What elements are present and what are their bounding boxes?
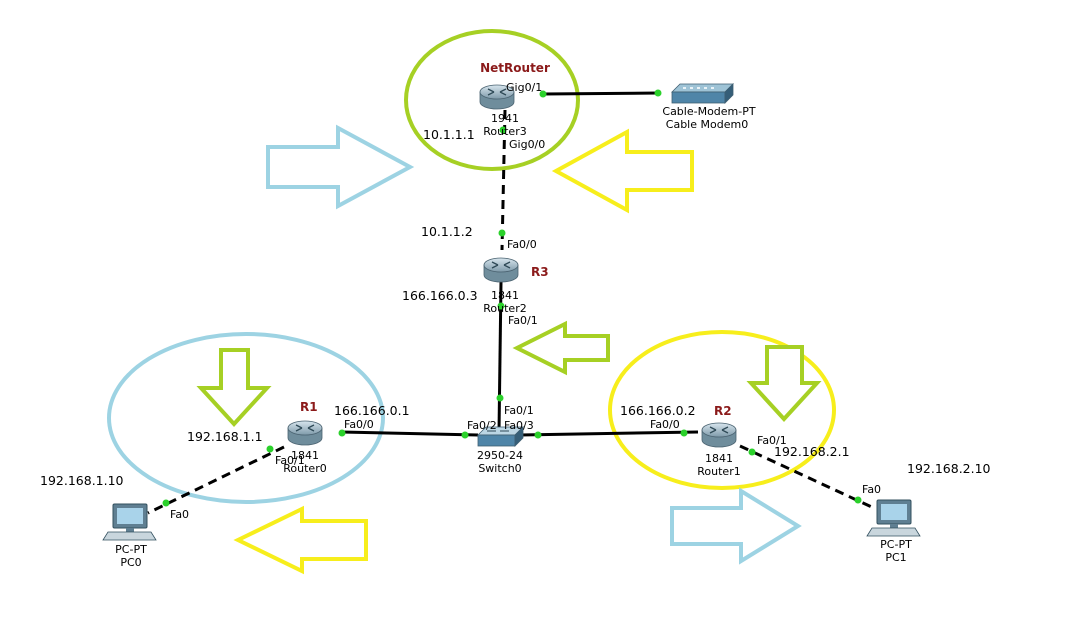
highlight-ellipse-netrouter bbox=[404, 29, 580, 171]
modem-name: Cable Modem0 bbox=[666, 118, 748, 131]
ip-label-r2-fa01: 192.168.2.1 bbox=[774, 444, 850, 459]
cable-modem-icon bbox=[671, 83, 734, 104]
port-dot bbox=[461, 431, 469, 439]
link-r2-pc1 bbox=[739, 444, 877, 511]
port-dot bbox=[534, 431, 542, 439]
port-label-r1-fa01: Fa0/1 bbox=[275, 454, 305, 467]
link-netrouter-r3 bbox=[500, 109, 507, 251]
r1-model: 1841 bbox=[291, 449, 319, 462]
r3-model: 1841 bbox=[491, 289, 519, 302]
highlight-ellipse-lan1 bbox=[107, 332, 385, 504]
port-dot bbox=[162, 499, 170, 507]
ip-label-r1-fa01: 192.168.1.1 bbox=[187, 429, 263, 444]
port-label-r1-fa00: Fa0/0 bbox=[344, 418, 374, 431]
port-label-netrouter-gig01: Gig0/1 bbox=[506, 81, 542, 94]
r3-hostname: R3 bbox=[531, 265, 549, 279]
pc-pc1[interactable] bbox=[866, 499, 921, 537]
ip-label-r3-fa01: 166.166.0.3 bbox=[402, 288, 478, 303]
port-label-switch-fa02: Fa0/2 bbox=[467, 419, 497, 432]
green-arrow-down-left bbox=[196, 348, 272, 427]
router-r2[interactable] bbox=[701, 422, 737, 448]
r1-name: Router0 bbox=[283, 462, 326, 475]
ip-label-pc0: 192.168.1.10 bbox=[40, 473, 124, 488]
netrouter-hostname: NetRouter bbox=[480, 61, 550, 75]
port-label-pc1-fa0: Fa0 bbox=[862, 483, 881, 496]
router-icon bbox=[701, 422, 737, 448]
ip-label-netrouter: 10.1.1.1 bbox=[423, 127, 475, 142]
link-netrouter-modem bbox=[542, 91, 661, 96]
netrouter-model: 1941 bbox=[491, 112, 519, 125]
port-label-switch-fa03: Fa0/3 bbox=[504, 419, 534, 432]
port-label-r3-fa00: Fa0/0 bbox=[507, 238, 537, 251]
yellow-arrow-left-bottom bbox=[233, 505, 368, 575]
blue-arrow-right-bottom bbox=[670, 487, 802, 565]
r2-model: 1841 bbox=[705, 452, 733, 465]
switch-icon bbox=[477, 426, 524, 447]
ip-label-r1-fa00: 166.166.0.1 bbox=[334, 403, 410, 418]
port-label-r2-fa01: Fa0/1 bbox=[757, 434, 787, 447]
router-r1[interactable] bbox=[287, 420, 323, 446]
router-icon bbox=[287, 420, 323, 446]
switch0-name: Switch0 bbox=[478, 462, 521, 475]
port-dot bbox=[497, 302, 505, 310]
ip-label-r3-fa00: 10.1.1.2 bbox=[421, 224, 473, 239]
port-dot bbox=[680, 429, 688, 437]
port-dot bbox=[266, 445, 274, 453]
r1-hostname: R1 bbox=[300, 400, 318, 414]
pc0-model: PC-PT bbox=[115, 543, 147, 556]
port-label-netrouter-gig00: Gig0/0 bbox=[509, 138, 545, 151]
r2-hostname: R2 bbox=[714, 404, 732, 418]
router-r3[interactable] bbox=[483, 257, 519, 283]
port-dot bbox=[499, 126, 507, 134]
port-dot bbox=[748, 448, 756, 456]
port-dot bbox=[338, 429, 346, 437]
pc0-name: PC0 bbox=[120, 556, 141, 569]
port-label-r3-fa01: Fa0/1 bbox=[508, 314, 538, 327]
ip-label-r2-fa00: 166.166.0.2 bbox=[620, 403, 696, 418]
link-switch-r2 bbox=[519, 430, 699, 437]
port-dot bbox=[854, 496, 862, 504]
r3-name: Router2 bbox=[483, 302, 526, 315]
port-label-pc0-fa0: Fa0 bbox=[170, 508, 189, 521]
pc1-name: PC1 bbox=[885, 551, 906, 564]
r2-name: Router1 bbox=[697, 465, 740, 478]
port-dot bbox=[539, 90, 547, 98]
links bbox=[147, 91, 877, 515]
cable-modem[interactable] bbox=[671, 83, 734, 104]
blue-arrow-right-top bbox=[266, 124, 415, 210]
pc-pc0[interactable] bbox=[102, 503, 157, 541]
port-label-r2-fa00: Fa0/0 bbox=[650, 418, 680, 431]
pc-icon bbox=[866, 499, 921, 537]
green-arrow-down-right bbox=[746, 345, 822, 422]
netrouter-name: Router3 bbox=[483, 125, 526, 138]
highlight-ellipse-lan2 bbox=[608, 330, 836, 490]
port-dot bbox=[496, 394, 504, 402]
switch-switch0[interactable] bbox=[477, 426, 524, 447]
pc1-model: PC-PT bbox=[880, 538, 912, 551]
port-dot bbox=[654, 89, 662, 97]
switch0-model: 2950-24 bbox=[477, 449, 523, 462]
port-label-switch-fa01: Fa0/1 bbox=[504, 404, 534, 417]
ip-label-pc1: 192.168.2.10 bbox=[907, 461, 991, 476]
port-dot bbox=[498, 229, 506, 237]
router-icon bbox=[483, 257, 519, 283]
link-r1-pc0 bbox=[147, 445, 285, 515]
port-dots bbox=[162, 89, 862, 507]
modem-model: Cable-Modem-PT bbox=[662, 105, 755, 118]
green-arrow-left-middle bbox=[512, 320, 610, 376]
pc-icon bbox=[102, 503, 157, 541]
yellow-arrow-left-top bbox=[551, 128, 694, 214]
link-r1-switch bbox=[340, 430, 479, 437]
